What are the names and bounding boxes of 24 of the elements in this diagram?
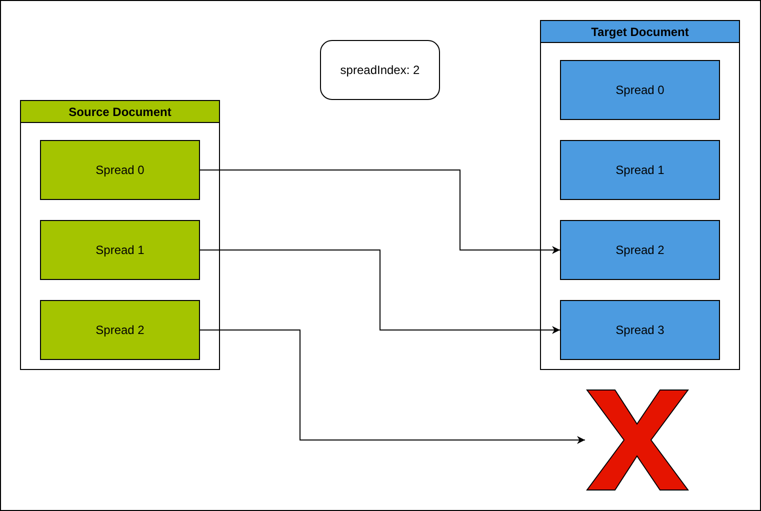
box-label: Spread 1 [616, 162, 664, 179]
box-label: Spread 0 [96, 162, 144, 179]
document-heading: Target Document [541, 21, 739, 43]
spread-box [40, 220, 200, 280]
box-label: Spread 3 [616, 322, 664, 339]
arrow [200, 170, 560, 254]
box-label: spreadIndex: 2 [340, 62, 420, 79]
box-label: Spread 1 [96, 242, 144, 259]
document-heading: Source Document [21, 101, 219, 123]
box-label: Spread 0 [616, 82, 664, 99]
note-box [320, 40, 440, 100]
document-panel [540, 20, 740, 370]
arrow [200, 330, 586, 444]
cross-mark [585, 388, 690, 492]
spread-box [560, 220, 720, 280]
box-label: Spread 2 [96, 322, 144, 339]
arrow [200, 250, 560, 334]
document-panel [20, 100, 220, 370]
box-label: Spread 2 [616, 242, 664, 259]
spread-box [560, 300, 720, 360]
spread-box [560, 140, 720, 200]
spread-box [40, 140, 200, 200]
spread-box [560, 60, 720, 120]
spread-box [40, 300, 200, 360]
